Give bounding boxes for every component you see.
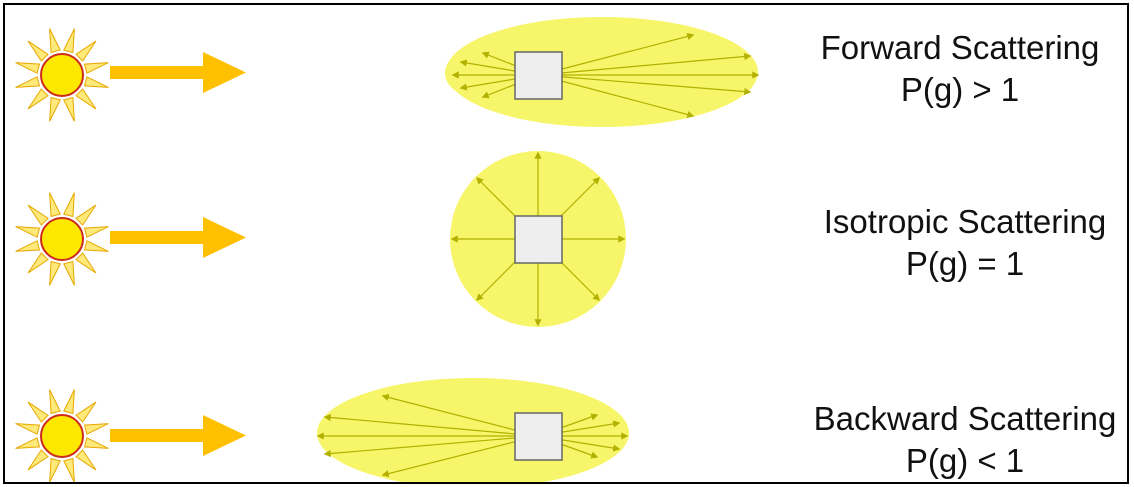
particle-square <box>514 412 563 461</box>
sun-ray <box>27 449 49 471</box>
sun-ray <box>63 96 75 122</box>
sun-ray <box>83 76 109 88</box>
sun-ray <box>27 40 49 62</box>
sun-ray <box>49 96 61 122</box>
backward-scatter-arrows <box>316 393 629 478</box>
isotropic-scattering-label: Isotropic Scattering P(g) = 1 <box>805 201 1125 285</box>
forward-scattering-lobes <box>445 17 758 127</box>
sun-ray <box>75 401 97 423</box>
sun-ray <box>63 389 75 415</box>
sun-ray <box>75 204 97 226</box>
isotropic-scattering-title: Isotropic Scattering <box>823 203 1107 240</box>
forward-scattering-label: Forward Scattering P(g) > 1 <box>810 27 1110 111</box>
sun-ray <box>15 76 41 88</box>
sun-ray <box>15 240 41 252</box>
forward-scattering-title: Forward Scattering <box>820 29 1100 66</box>
sun-ray <box>27 88 49 110</box>
sun-ray <box>63 260 75 286</box>
sun-ray <box>75 88 97 110</box>
sun-rays <box>15 28 109 122</box>
sun-ray <box>27 401 49 423</box>
sun-ray <box>49 389 61 415</box>
incident-light-arrow <box>110 217 246 258</box>
particle-square <box>514 215 563 264</box>
sun-ray <box>15 437 41 449</box>
sun-ray <box>75 252 97 274</box>
backward-scattering-lobes <box>317 378 629 482</box>
sun-icon <box>15 192 109 286</box>
sun-ray <box>63 28 75 54</box>
sun-ray <box>27 252 49 274</box>
backward-scattering-formula: P(g) < 1 <box>905 442 1025 479</box>
diagram-frame: Forward Scattering P(g) > 1 Isotropic Sc… <box>3 3 1129 484</box>
backward-scattering-title: Backward Scattering <box>813 400 1117 437</box>
sun-ray <box>63 192 75 218</box>
sun-ray <box>83 437 109 449</box>
sun-ray <box>49 28 61 54</box>
sun-ray <box>75 449 97 471</box>
incident-light-arrow <box>110 52 246 93</box>
forward-scattering-formula: P(g) > 1 <box>900 71 1020 108</box>
sun-ray <box>27 204 49 226</box>
backward-scattering-label: Backward Scattering P(g) < 1 <box>800 398 1127 482</box>
sun-ray <box>49 192 61 218</box>
sun-rays <box>15 192 109 286</box>
sun-ray <box>75 40 97 62</box>
sun-ray <box>49 457 61 482</box>
sun-ray <box>15 62 41 74</box>
sun-icon <box>15 28 109 122</box>
sun-rays <box>15 389 109 482</box>
sun-ray <box>83 423 109 435</box>
sun-ray <box>83 240 109 252</box>
sun-ray <box>49 260 61 286</box>
sun-ray <box>15 226 41 238</box>
particle-square <box>514 51 563 100</box>
sun-ray <box>83 62 109 74</box>
incident-light-arrow <box>110 415 246 456</box>
isotropic-scattering-formula: P(g) = 1 <box>905 245 1025 282</box>
scattering-diagram <box>15 17 760 482</box>
sun-ray <box>15 423 41 435</box>
sun-ray <box>63 457 75 482</box>
sun-icon <box>15 389 109 482</box>
sun-ray <box>83 226 109 238</box>
